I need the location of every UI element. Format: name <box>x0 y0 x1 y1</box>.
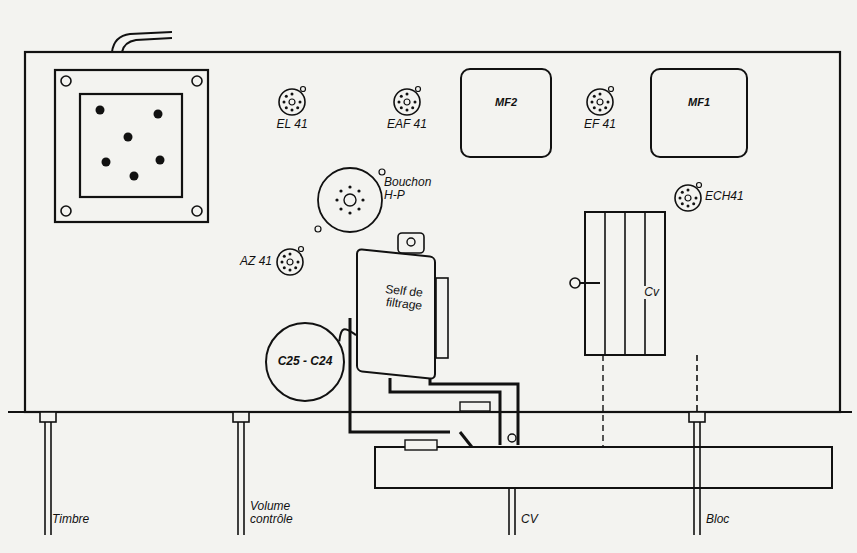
node-text: AZ 41 <box>220 255 272 268</box>
electrolytic-capacitor: C25 - C24 <box>265 322 345 402</box>
if-transformer-can: MF1 <box>650 68 748 158</box>
filter-choke: Self de filtrage <box>356 248 436 380</box>
node-text: MF2 <box>466 96 546 108</box>
control-label: Bloc <box>706 513 756 526</box>
node-text: ECH41 <box>705 190 765 203</box>
control-label: CV <box>521 513 561 526</box>
transformer <box>55 70 208 222</box>
if-transformer-can: MF2 <box>460 68 552 158</box>
speaker-plug <box>315 168 385 232</box>
node-text: EL 41 <box>267 118 317 131</box>
wire <box>339 329 356 341</box>
node-text: C25 - C24 <box>278 355 333 368</box>
node-text: Self de filtrage <box>380 282 428 313</box>
chassis-outline <box>25 52 840 412</box>
speaker-plug-label: Bouchon H-P <box>384 176 440 202</box>
node-text: Bouchon H-P <box>384 176 440 202</box>
tube-label: EAF 41 <box>380 118 434 131</box>
gang-capacitor-label-box: Cv <box>585 212 665 355</box>
tube-socket <box>587 87 614 116</box>
control-label: Volume contrôle <box>250 500 310 526</box>
node-text: EAF 41 <box>380 118 434 131</box>
cable <box>112 32 172 52</box>
tube-label: EF 41 <box>575 118 625 131</box>
tube-socket <box>279 87 306 116</box>
node-text: EF 41 <box>575 118 625 131</box>
control-label: Timbre <box>52 513 122 526</box>
chassis-flange <box>8 411 852 413</box>
tube-label: AZ 41 <box>220 255 272 268</box>
tube-socket <box>394 87 421 116</box>
tube-label: EL 41 <box>267 118 317 131</box>
component-board <box>375 402 832 488</box>
tube-socket <box>277 247 304 276</box>
node-text: MF1 <box>656 96 742 108</box>
node-text: Cv <box>642 286 661 299</box>
tube-label: ECH41 <box>705 190 765 203</box>
tube-socket <box>675 183 702 212</box>
control-shafts <box>40 355 705 535</box>
